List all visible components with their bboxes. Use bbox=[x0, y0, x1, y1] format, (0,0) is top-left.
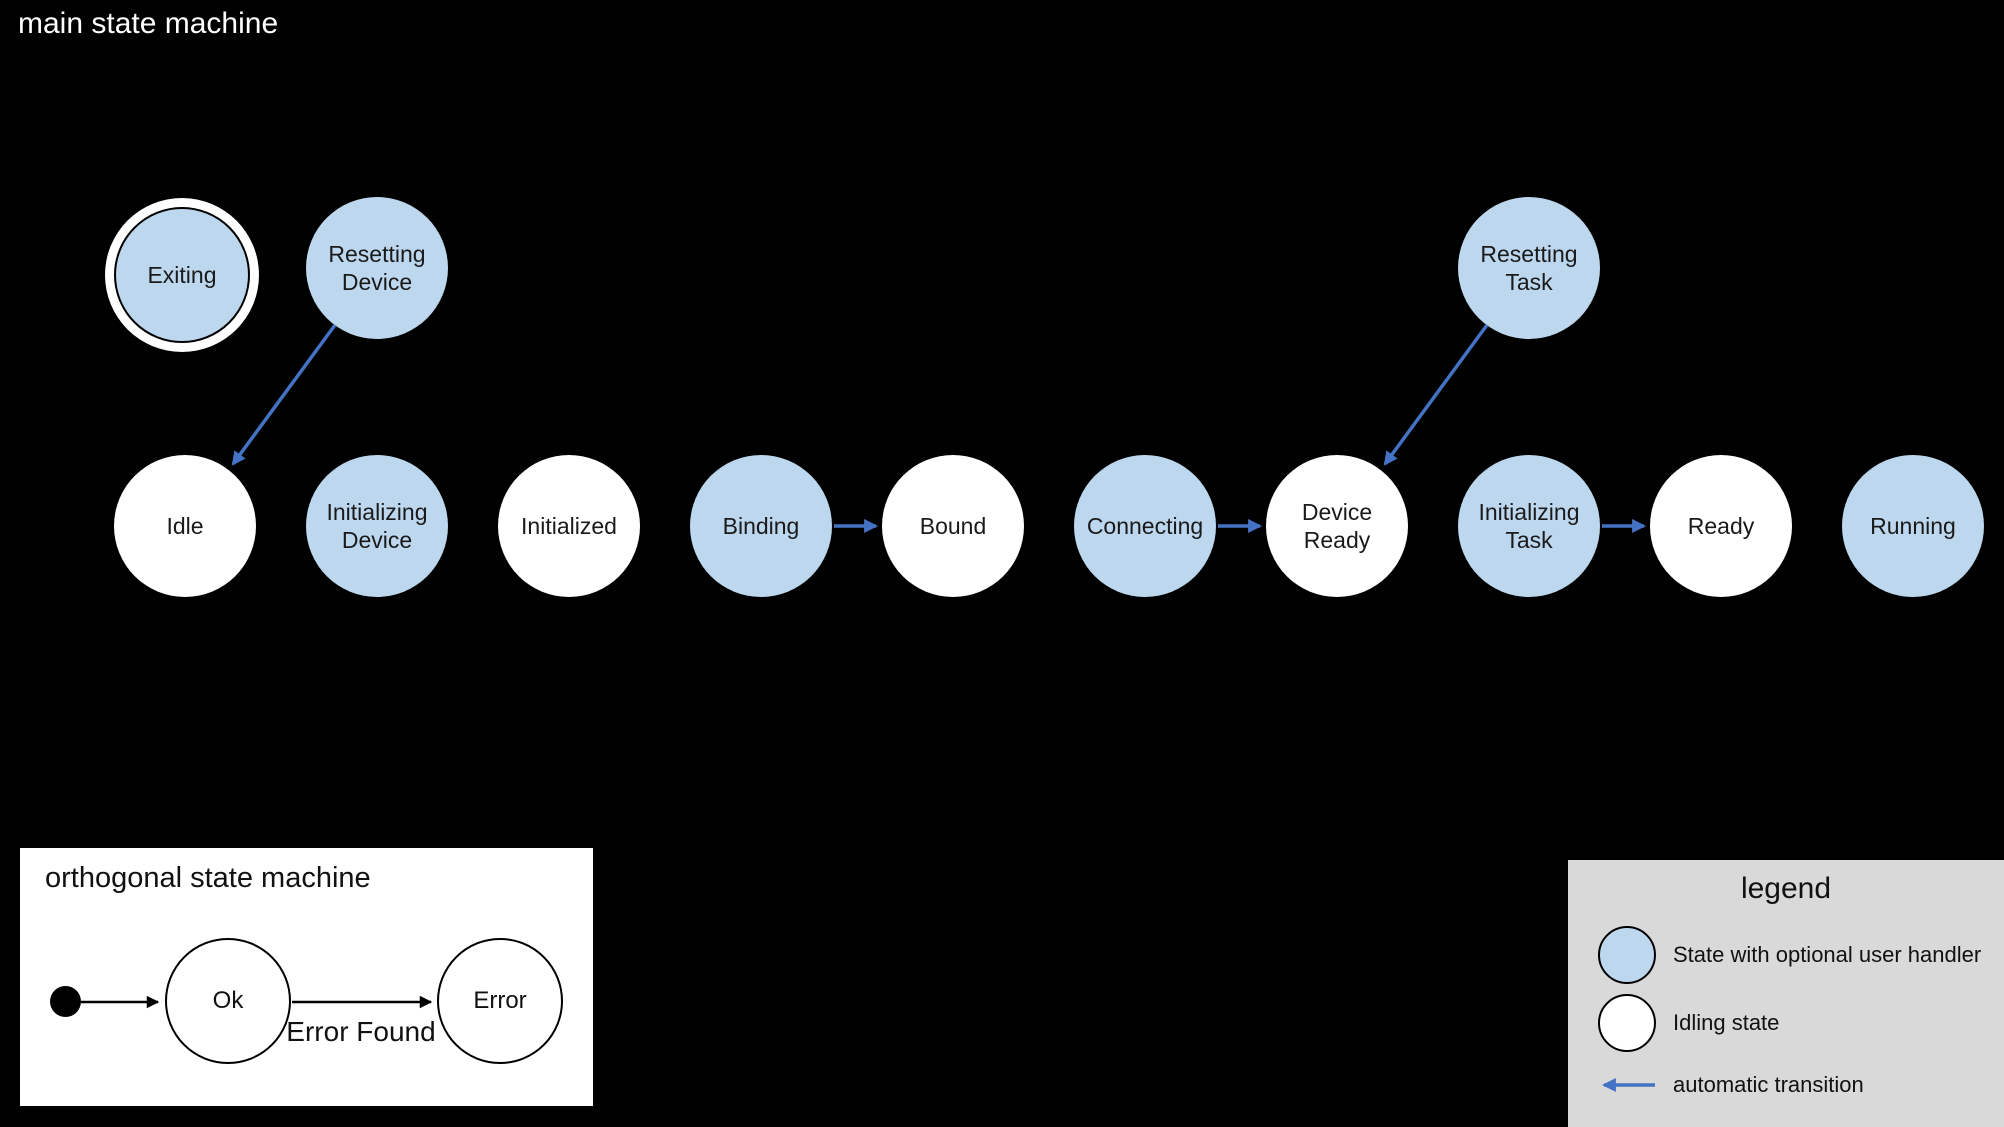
state-exiting-final-ring: Exiting bbox=[105, 198, 259, 352]
state-binding: Binding bbox=[690, 455, 832, 597]
state-resetting-device: Resetting Device bbox=[306, 197, 448, 339]
orthogonal-title: orthogonal state machine bbox=[45, 862, 371, 894]
legend-panel: legend State with optional user handler … bbox=[1568, 860, 2004, 1127]
initial-state-dot bbox=[50, 986, 81, 1017]
state-running: Running bbox=[1842, 455, 1984, 597]
state-ok: Ok bbox=[165, 938, 291, 1064]
state-connecting: Connecting bbox=[1074, 455, 1216, 597]
legend-item-transition-label: automatic transition bbox=[1673, 1072, 1864, 1097]
state-initializing-device: Initializing Device bbox=[306, 455, 448, 597]
arrow-resetting-device-to-idle bbox=[231, 323, 337, 466]
state-device-ready: Device Ready bbox=[1266, 455, 1408, 597]
legend-title: legend bbox=[1740, 872, 1832, 905]
state-exiting: Exiting bbox=[114, 207, 250, 343]
state-ready: Ready bbox=[1650, 455, 1792, 597]
legend-idling-state-swatch bbox=[1598, 994, 1656, 1052]
state-bound: Bound bbox=[882, 455, 1024, 597]
state-resetting-task: Resetting Task bbox=[1458, 197, 1600, 339]
state-error: Error bbox=[437, 938, 563, 1064]
transition-label-error-found: Error Found bbox=[286, 1016, 436, 1047]
legend-item-idling-label: Idling state bbox=[1673, 1010, 1780, 1035]
state-initialized: Initialized bbox=[498, 455, 640, 597]
orthogonal-panel: orthogonal state machine Ok Error Error … bbox=[20, 848, 593, 1106]
state-initializing-task: Initializing Task bbox=[1458, 455, 1600, 597]
arrow-resetting-task-to-device-ready bbox=[1383, 323, 1489, 466]
legend-item-handler-label: State with optional user handler bbox=[1673, 942, 1982, 967]
main-diagram-title: main state machine bbox=[18, 7, 279, 40]
legend-handler-state-swatch bbox=[1598, 926, 1656, 984]
state-idle: Idle bbox=[114, 455, 256, 597]
